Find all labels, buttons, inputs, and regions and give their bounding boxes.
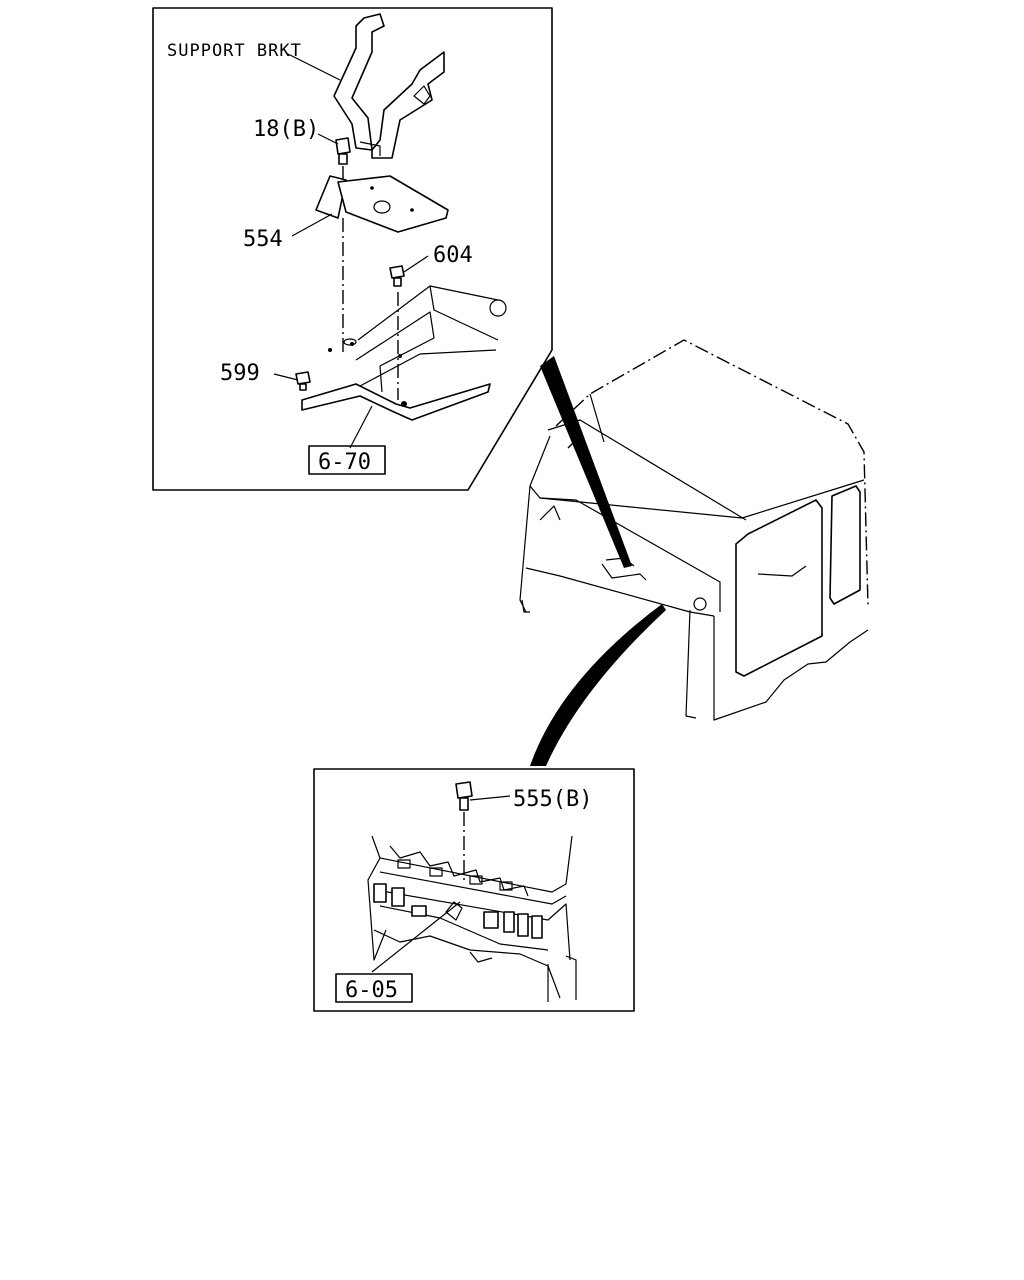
bottom-detail-panel: 555(B) 6-05 [313,768,635,1012]
bolt-604-icon [389,265,405,287]
ref-box-bottom [335,973,413,1003]
callout-wedge-top [540,356,632,568]
part-604-label: 604 [433,243,473,268]
part-599-label: 599 [220,361,260,386]
top-panel-frame [152,7,553,491]
bottom-panel-frame [313,768,635,1012]
part-555b-label: 555(B) [513,787,592,812]
bolt-18b-icon [335,137,351,186]
clip-599-icon [295,371,311,391]
ref-box-top [308,445,386,475]
support-bracket-drawing [333,13,445,159]
truck-cab-drawing [519,339,869,721]
support-brkt-label: SUPPORT BRKT [167,41,302,61]
ref-bottom-label: 6-05 [345,978,398,1003]
top-detail-panel: SUPPORT BRKT 18(B) 554 604 599 6-70 [152,7,553,491]
ref-top-label: 6-70 [318,450,371,475]
callout-wedge-bottom [530,604,666,766]
part-18b-label: 18(B) [253,117,319,142]
bracket-554-drawing [315,175,449,233]
part-554-label: 554 [243,227,283,252]
floor-panel-drawing [301,285,507,421]
front-panel-drawing [367,835,577,1002]
bolt-555b-icon [455,781,473,880]
